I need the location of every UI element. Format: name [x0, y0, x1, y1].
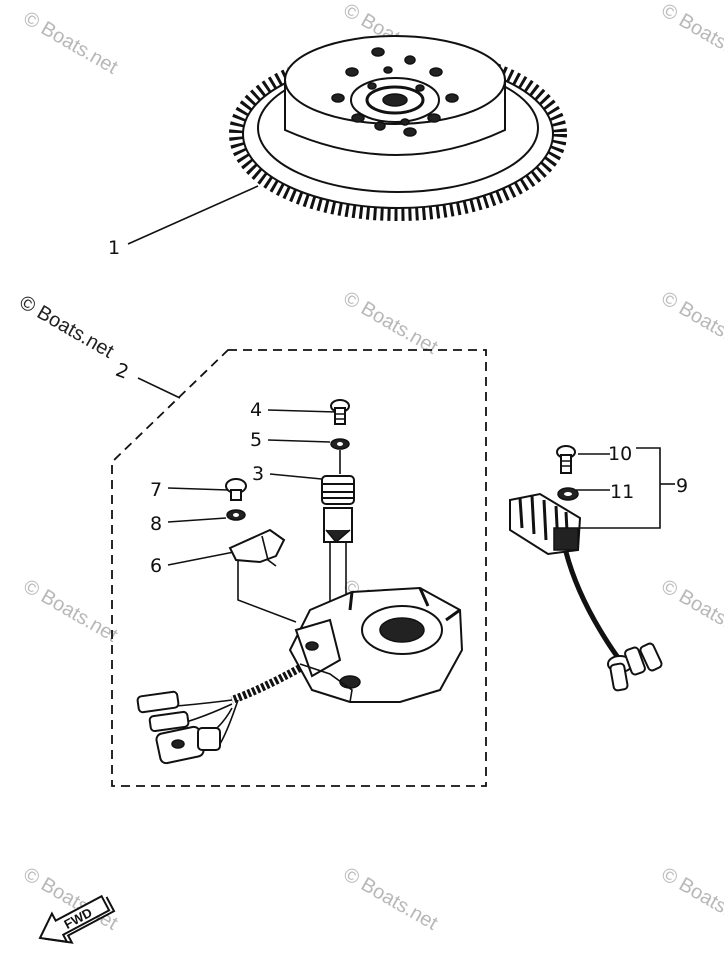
watermark: © Boats.net	[658, 575, 724, 647]
watermark: © Boats.net	[658, 863, 724, 935]
retainer-plate-6	[228, 528, 286, 567]
callout-2: 2	[113, 359, 132, 384]
callout-7: 7	[150, 479, 162, 501]
watermark: © Boats.net	[658, 287, 724, 359]
callout-9: 9	[676, 475, 688, 497]
callouts: 1 2 3 4 5 6 7 8 9 10 11	[108, 237, 688, 577]
watermark-dark: © Boats.net	[16, 291, 118, 363]
watermark: © Boats.net	[20, 7, 122, 79]
callout-6: 6	[150, 555, 162, 577]
callout-8: 8	[150, 513, 162, 535]
washer-11	[557, 487, 579, 501]
callout-3: 3	[252, 463, 264, 485]
callout-11: 11	[610, 481, 634, 503]
flywheel	[229, 35, 567, 221]
watermark: © Boats.net	[658, 0, 724, 71]
callout-10: 10	[608, 443, 632, 465]
kit-boundary	[111, 349, 487, 787]
callout-4: 4	[250, 399, 262, 421]
washer-8	[226, 509, 246, 521]
callout-5: 5	[250, 429, 262, 451]
watermark: © Boats.net	[340, 287, 442, 359]
stator-wires	[136, 664, 302, 765]
watermark: © Boats.net	[20, 575, 122, 647]
bolt-10	[556, 445, 576, 474]
stator-base	[288, 586, 464, 703]
washer-5	[330, 438, 350, 450]
screw-4	[330, 399, 350, 425]
cdi-unit	[509, 492, 663, 692]
screw-7	[225, 478, 247, 501]
charge-coil	[321, 450, 355, 620]
watermark: © Boats.net	[340, 863, 442, 935]
callout-1: 1	[108, 237, 120, 259]
leader-lines	[127, 185, 675, 623]
